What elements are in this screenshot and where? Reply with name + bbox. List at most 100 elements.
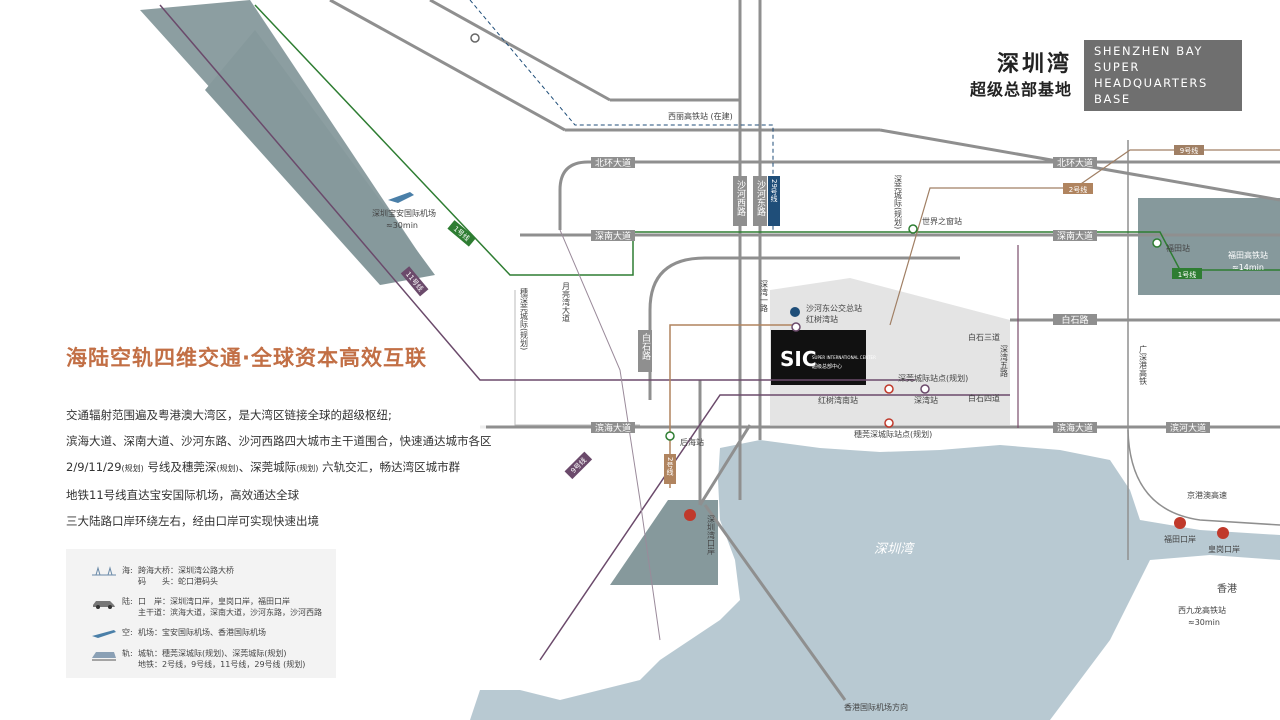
- road-shenwan5: 深湾五路: [1000, 345, 1009, 377]
- metro-labels: 1号线 1号线 2号线 2号线 9号线 9号线 11号线: [400, 145, 1204, 484]
- desc-line3-f: (规划): [296, 464, 319, 473]
- bay-label: 深圳湾: [874, 541, 915, 557]
- bus-icon: [790, 307, 800, 317]
- hongshuwan-south-label: 红树湾南站: [818, 395, 858, 405]
- road-binhe: 滨河大道: [1170, 422, 1206, 434]
- hk-airport-direction-label: 香港国际机场方向: [844, 702, 908, 712]
- sic-site: [770, 278, 1010, 425]
- desc-line3-c: 号线及穗莞深: [143, 460, 217, 474]
- road-network: [329, 0, 1280, 701]
- suiguan-station-label: 穗莞深城际站点(规划): [854, 429, 932, 439]
- sic-block: [771, 330, 866, 385]
- desc-line4: 地铁11号线直达宝安国际机场，高效通达全球: [66, 488, 300, 502]
- legend-rail-label: 轨:: [122, 649, 133, 658]
- desc-line3-a: 2/9/11/29: [66, 460, 122, 474]
- legend-sea-label: 海:: [122, 566, 133, 575]
- car-icon: [93, 601, 115, 609]
- legend-rail-2: 地铁：2号线，9号线，11号线，29号线 (规划): [138, 660, 306, 669]
- brand-en-line2: SUPER: [1094, 60, 1140, 74]
- brand-en-line1: SHENZHEN BAY: [1094, 44, 1203, 58]
- rail-guangshen: 广深港高铁: [1139, 344, 1148, 386]
- headline: 海陆空轨四维交通·全球资本高效互联: [66, 346, 427, 370]
- shenzhenwan-port-area: [610, 500, 718, 585]
- futian-hsr-label: 福田高铁站: [1228, 250, 1268, 260]
- road-baishi4: 白石四道: [968, 393, 1000, 403]
- airport-time: ≈30min: [386, 221, 418, 230]
- sic-logo-text: SIC: [780, 347, 817, 371]
- road-shahe-west: 沙河西路: [735, 180, 746, 217]
- road-shahe-east: 沙河东路: [755, 180, 766, 217]
- shenguan-station-label: 深莞城际站点(规划): [898, 373, 968, 383]
- description-block: 交通辐射范围遍及粤港澳大湾区，是大湾区链接全球的超级枢纽; 滨海大道、深南大道、…: [66, 402, 492, 534]
- line29-label: 29号线: [770, 179, 778, 202]
- road-binhai: 滨海大道: [595, 422, 631, 434]
- line1-east-label: 1号线: [1178, 270, 1196, 279]
- sic-en-text: SUPER INTERNATIONAL CENTER: [812, 355, 876, 360]
- hongkong-label: 香港: [1217, 583, 1237, 595]
- line9-label: 9号线: [1180, 146, 1198, 155]
- legend-land-2: 主干道：滨海大道，深南大道，沙河东路，沙河西路: [138, 608, 322, 617]
- window-station-label: 世界之窗站: [922, 216, 962, 226]
- road-shennan: 深南大道: [595, 230, 631, 242]
- yueliangwan-track: [559, 229, 661, 641]
- line9-track: [539, 394, 1010, 661]
- road-yueliangwan: 月亮湾大道: [562, 282, 571, 323]
- legend-land-label: 陆:: [122, 597, 133, 606]
- road-beihuan-east: 北环大道: [1057, 157, 1093, 169]
- huanggang-port-label: 皇岗口岸: [1208, 544, 1240, 554]
- brand-cn: 深圳湾 超级总部基地: [970, 51, 1072, 101]
- road-labels: 北环大道 北环大道 深南大道 深南大道 滨海大道 滨海大道 滨河大道 白石路 白…: [520, 157, 1227, 500]
- airport-label: 深圳宝安国际机场: [372, 208, 436, 218]
- desc-line2: 滨海大道、深南大道、沙河东路、沙河西路四大城市主干道围合，快速通达城市各区: [66, 434, 492, 448]
- desc-line1: 交通辐射范围遍及粤港澳大湾区，是大湾区链接全球的超级枢纽;: [66, 408, 392, 422]
- brand-en-box: SHENZHEN BAY SUPER HEADQUARTERS BASE: [1084, 40, 1242, 111]
- train-icon: [92, 652, 116, 661]
- legend-air-1: 机场：宝安国际机场、香港国际机场: [138, 628, 266, 637]
- bus-terminal-label: 沙河东公交总站: [806, 303, 862, 313]
- bridge-icon: [92, 566, 116, 576]
- road-shennan-east: 深南大道: [1057, 230, 1093, 242]
- futian-area: [1138, 198, 1280, 295]
- legend-sea-1: 跨海大桥：深圳湾公路大桥: [138, 566, 234, 575]
- west-kowloon-label: 西九龙高铁站: [1178, 605, 1226, 615]
- desc-line3-b: (规划): [121, 464, 144, 473]
- shenwan-station-label: 深湾站: [914, 395, 938, 405]
- plane-icon: [92, 630, 116, 638]
- brand-en-line3: HEADQUARTERS BASE: [1094, 76, 1208, 106]
- road-baishi: 白石路: [1061, 314, 1088, 326]
- west-kowloon-time: ≈30min: [1188, 618, 1220, 627]
- desc-line3-e: 、深莞城际: [238, 460, 297, 474]
- shenzhenwan-port-label: 深圳湾口岸: [707, 515, 716, 556]
- district-boundary: [514, 290, 640, 426]
- desc-line3-g: 六轨交汇，畅达湾区城市群: [318, 460, 461, 474]
- line2-label: 2号线: [1069, 185, 1087, 194]
- futian-hsr-time: ≈14min: [1232, 263, 1264, 272]
- rail-suiguan: 穗深莞城际(规划): [520, 287, 529, 350]
- brand-cn-subtitle: 超级总部基地: [969, 79, 1072, 99]
- airport-runway-block: [205, 30, 435, 285]
- futian-station-label: 福田站: [1166, 243, 1190, 253]
- road-binhai-east: 滨海大道: [1057, 422, 1093, 434]
- brand-header: 深圳湾 超级总部基地 SHENZHEN BAY SUPER HEADQUARTE…: [970, 40, 1242, 111]
- road-baishi3: 白石三道: [968, 332, 1000, 342]
- road-shenwan1: 深湾一路: [760, 280, 769, 312]
- station-labels: 深圳宝安国际机场 ≈30min 西丽高铁站 (在建) 世界之窗站 福田站 福田高…: [372, 111, 1268, 712]
- airplane-icon: [388, 192, 414, 203]
- legend-sea-2: 码 头：蛇口港码头: [138, 577, 218, 586]
- shenzhen-bay-water: [470, 440, 1280, 720]
- legend-rail-1: 城轨：穗莞深城际(规划)、深莞城际(规划): [138, 649, 287, 658]
- road-baishi-west: 白石路: [640, 332, 651, 361]
- road-beihuan: 北环大道: [595, 157, 631, 169]
- desc-line3-d: (规划): [216, 464, 239, 473]
- legend-panel: 海: 跨海大桥：深圳湾公路大桥 码 头：蛇口港码头 陆: 口 岸：深圳湾口岸，皇…: [66, 549, 336, 678]
- rail-shenguan: 深莞城际(规划): [894, 175, 903, 229]
- highway-jinggang: 京港澳高速: [1187, 490, 1227, 500]
- desc-line3: 2/9/11/29(规划) 号线及穗莞深(规划)、深莞城际(规划) 六轨交汇，畅…: [66, 454, 486, 482]
- brand-cn-title: 深圳湾: [996, 51, 1072, 77]
- desc-line5: 三大陆路口岸环绕左右，经由口岸可实现快速出境: [66, 514, 319, 528]
- legend-air-label: 空:: [122, 628, 133, 637]
- legend-land-1: 口 岸：深圳湾口岸，皇岗口岸，福田口岸: [138, 597, 290, 606]
- line2-south-label: 2号线: [666, 457, 674, 476]
- line11-track: [159, 4, 915, 381]
